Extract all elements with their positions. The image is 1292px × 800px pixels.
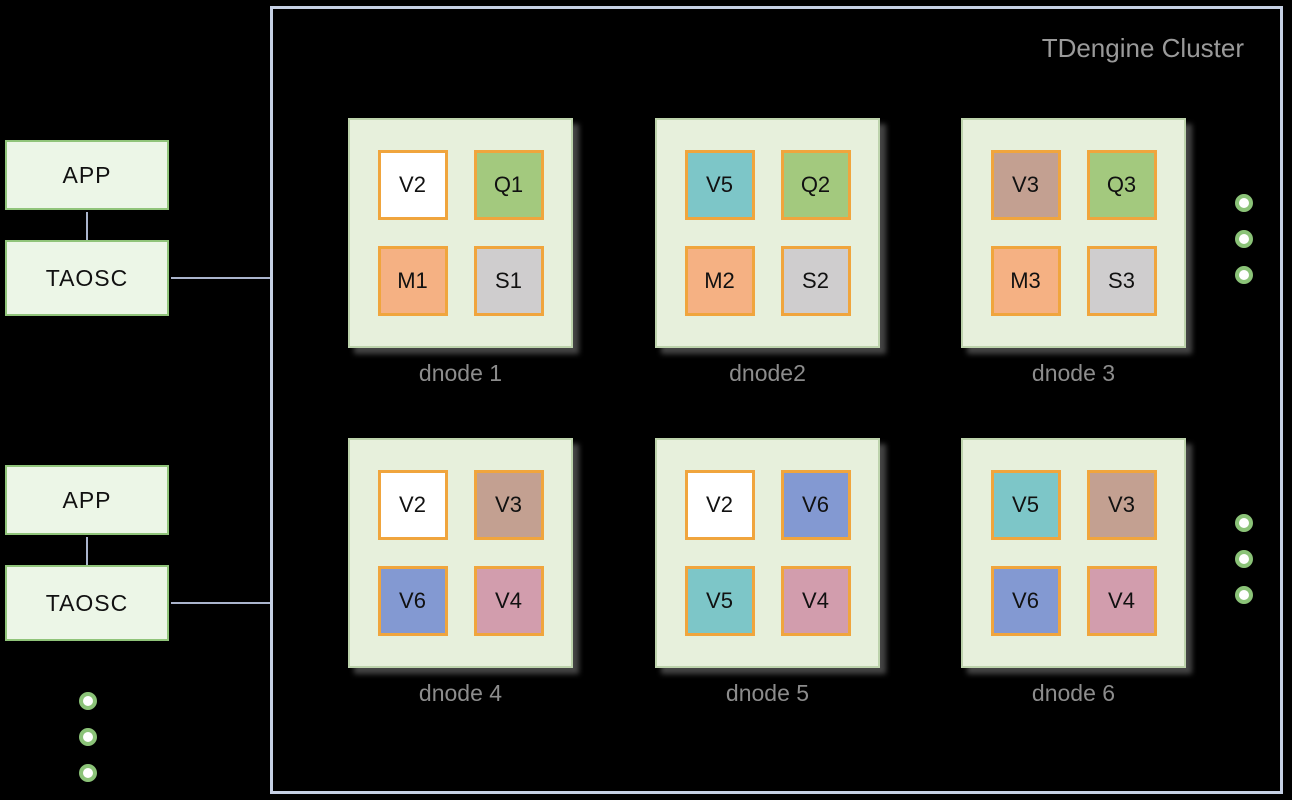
qnode-q2-cell: Q2 bbox=[780, 150, 851, 220]
dnode-4-box: V2 V3 V6 V4 bbox=[348, 438, 573, 668]
dnode-1-box: V2 Q1 M1 S1 bbox=[348, 118, 573, 348]
app-box-1: APP bbox=[5, 140, 169, 210]
connector-app2-taosc2 bbox=[86, 537, 88, 565]
dnode-3-label: dnode 3 bbox=[1031, 360, 1116, 386]
dnode-4-group: V2 V3 V6 V4 dnode 4 bbox=[348, 438, 573, 707]
snode-s3-cell: S3 bbox=[1086, 246, 1157, 316]
tdengine-cluster-container: TDengine Cluster V2 Q1 M1 S1 dnode 1 V5 … bbox=[270, 6, 1283, 794]
taosc-box-2: TAOSC bbox=[5, 565, 169, 641]
dnode-5-group: V2 V6 V5 V4 dnode 5 bbox=[655, 438, 880, 707]
ellipsis-dot bbox=[79, 692, 97, 710]
dnode-5-box: V2 V6 V5 V4 bbox=[655, 438, 880, 668]
dnode-4-label: dnode 4 bbox=[418, 680, 503, 706]
app-box-2: APP bbox=[5, 465, 169, 535]
ellipsis-dot bbox=[79, 764, 97, 782]
ellipsis-dot bbox=[1235, 550, 1253, 568]
mnode-m2-cell: M2 bbox=[684, 246, 755, 316]
taosc-label: TAOSC bbox=[45, 264, 129, 291]
dnode-2-label: dnode2 bbox=[729, 360, 806, 386]
dnode-1-label: dnode 1 bbox=[418, 360, 503, 386]
dnode-6-box: V5 V3 V6 V4 bbox=[961, 438, 1186, 668]
taosc-label: TAOSC bbox=[45, 589, 129, 616]
vnode-v3-cell: V3 bbox=[473, 470, 544, 540]
mnode-m3-cell: M3 bbox=[990, 246, 1061, 316]
dnode-5-label: dnode 5 bbox=[725, 680, 810, 706]
vnode-v2-cell: V2 bbox=[377, 150, 448, 220]
vnode-v4-cell: V4 bbox=[780, 566, 851, 636]
connector-taosc1-cluster bbox=[171, 277, 270, 279]
ellipsis-dot bbox=[1235, 266, 1253, 284]
dnode-6-group: V5 V3 V6 V4 dnode 6 bbox=[961, 438, 1186, 707]
vnode-v3-cell: V3 bbox=[1086, 470, 1157, 540]
app-label: APP bbox=[62, 161, 112, 188]
dnode-2-box: V5 Q2 M2 S2 bbox=[655, 118, 880, 348]
app-label: APP bbox=[62, 486, 112, 513]
qnode-q1-cell: Q1 bbox=[473, 150, 544, 220]
qnode-q3-cell: Q3 bbox=[1086, 150, 1157, 220]
vnode-v4-cell: V4 bbox=[1086, 566, 1157, 636]
ellipsis-dot bbox=[1235, 514, 1253, 532]
mnode-m1-cell: M1 bbox=[377, 246, 448, 316]
ellipsis-dot bbox=[1235, 586, 1253, 604]
vnode-v5-cell: V5 bbox=[684, 566, 755, 636]
snode-s1-cell: S1 bbox=[473, 246, 544, 316]
ellipsis-dot bbox=[1235, 230, 1253, 248]
ellipsis-clients bbox=[79, 692, 97, 782]
vnode-v5-cell: V5 bbox=[684, 150, 755, 220]
ellipsis-dot bbox=[1235, 194, 1253, 212]
dnode-6-label: dnode 6 bbox=[1031, 680, 1116, 706]
vnode-v2-cell: V2 bbox=[377, 470, 448, 540]
ellipsis-dnodes-row2 bbox=[1235, 514, 1253, 604]
vnode-v4-cell: V4 bbox=[473, 566, 544, 636]
vnode-v6-cell: V6 bbox=[377, 566, 448, 636]
ellipsis-dot bbox=[79, 728, 97, 746]
dnode-1-group: V2 Q1 M1 S1 dnode 1 bbox=[348, 118, 573, 387]
taosc-box-1: TAOSC bbox=[5, 240, 169, 316]
vnode-v2-cell: V2 bbox=[684, 470, 755, 540]
connector-app1-taosc1 bbox=[86, 212, 88, 240]
vnode-v6-cell: V6 bbox=[780, 470, 851, 540]
snode-s2-cell: S2 bbox=[780, 246, 851, 316]
dnode-2-group: V5 Q2 M2 S2 dnode2 bbox=[655, 118, 880, 387]
vnode-v5-cell: V5 bbox=[990, 470, 1061, 540]
vnode-v6-cell: V6 bbox=[990, 566, 1061, 636]
connector-taosc2-cluster bbox=[171, 602, 270, 604]
dnode-3-box: V3 Q3 M3 S3 bbox=[961, 118, 1186, 348]
cluster-title: TDengine Cluster bbox=[1041, 33, 1244, 63]
dnode-3-group: V3 Q3 M3 S3 dnode 3 bbox=[961, 118, 1186, 387]
vnode-v3-cell: V3 bbox=[990, 150, 1061, 220]
ellipsis-dnodes-row1 bbox=[1235, 194, 1253, 284]
